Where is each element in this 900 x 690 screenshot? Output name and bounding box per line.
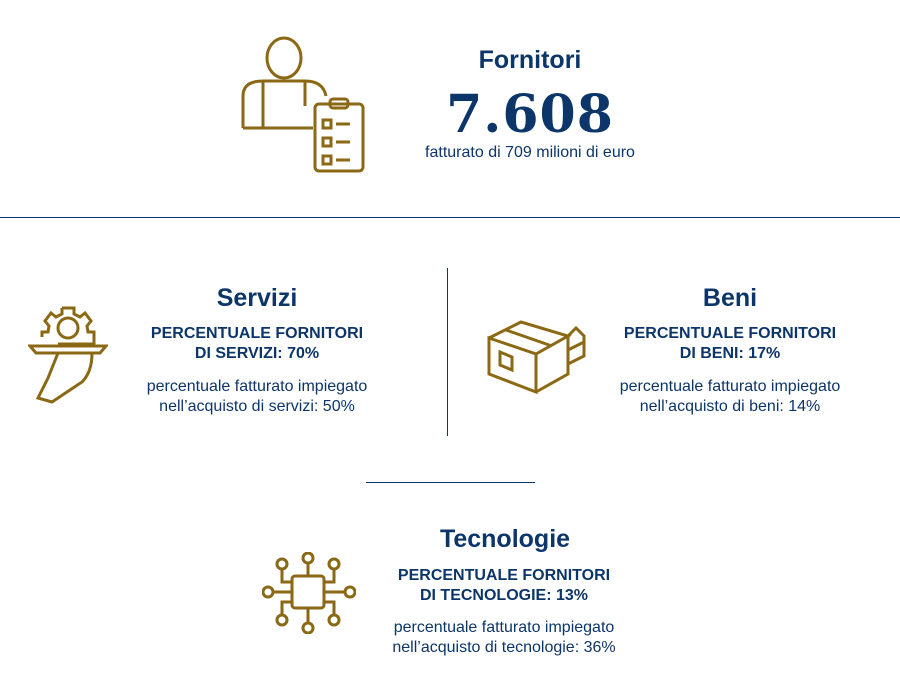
divider-vertical xyxy=(447,268,448,436)
beni-caps-1: PERCENTUALE FORNITORI xyxy=(623,325,837,342)
divider xyxy=(0,217,900,218)
tecnologie-caps-2: DI TECNOLOGIE: 13% xyxy=(419,587,589,604)
tecnologie-caps-1: PERCENTUALE FORNITORI xyxy=(397,567,611,584)
servizi-caps-1: PERCENTUALE FORNITORI xyxy=(150,325,364,342)
tecnologie-text-2: nell’acquisto di tecnologie: 36% xyxy=(392,639,616,656)
service-gear-tray-icon xyxy=(28,306,108,404)
servizi-text-1: percentuale fatturato impiegato xyxy=(146,378,368,395)
technology-chip-icon xyxy=(262,552,356,634)
goods-box-icon xyxy=(487,320,586,394)
servizi-caps-2: DI SERVIZI: 70% xyxy=(194,345,320,362)
beni-text-1: percentuale fatturato impiegato xyxy=(619,378,841,395)
revenue-subtitle: fatturato di 709 milioni di euro xyxy=(425,144,635,161)
beni-text-2: nell’acquisto di beni: 14% xyxy=(639,398,821,415)
section-title-servizi: Servizi xyxy=(216,284,298,312)
servizi-text-2: nell’acquisto di servizi: 50% xyxy=(159,398,355,415)
section-title-tecnologie: Tecnologie xyxy=(439,525,571,553)
beni-caps-2: DI BENI: 17% xyxy=(679,345,781,362)
page-title: Fornitori xyxy=(478,46,582,74)
divider-short xyxy=(366,482,535,483)
supplier-checklist-icon xyxy=(241,36,365,173)
tecnologie-text-1: percentuale fatturato impiegato xyxy=(393,619,615,636)
section-title-beni: Beni xyxy=(702,284,758,312)
supplier-count: 7.608 xyxy=(446,84,614,145)
